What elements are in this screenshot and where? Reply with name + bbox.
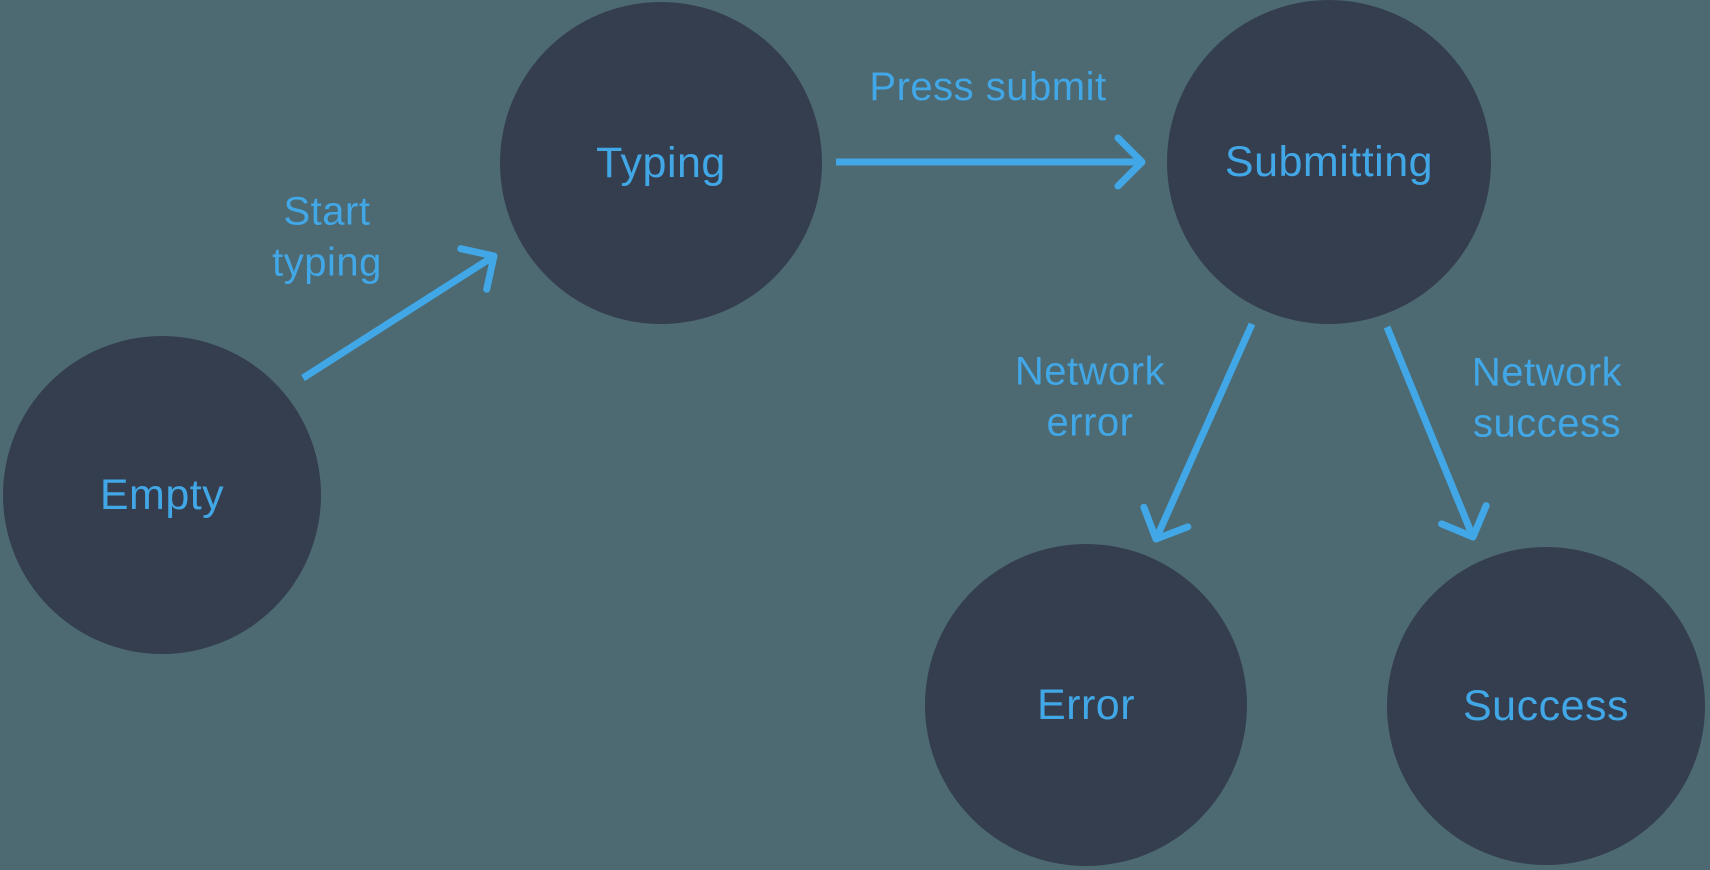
state-node-success: Success bbox=[1387, 547, 1705, 865]
state-node-error: Error bbox=[925, 544, 1247, 866]
arrowhead-icon bbox=[1140, 503, 1192, 543]
state-label-submitting: Submitting bbox=[1225, 138, 1433, 186]
state-circle-success bbox=[1387, 547, 1705, 865]
state-node-typing: Typing bbox=[500, 2, 822, 324]
transition-press-submit bbox=[836, 134, 1146, 190]
transition-network-error bbox=[1140, 322, 1256, 543]
state-node-empty: Empty bbox=[3, 336, 321, 654]
state-circle-submitting bbox=[1167, 0, 1491, 324]
arrowhead-icon bbox=[1114, 134, 1146, 190]
state-label-typing: Typing bbox=[596, 139, 726, 187]
edges-layer bbox=[301, 134, 1490, 543]
transition-arrow-line-start-typing bbox=[301, 253, 496, 381]
state-circle-empty bbox=[3, 336, 321, 654]
transition-label-press-submit: Press submit bbox=[869, 65, 1106, 109]
state-label-success: Success bbox=[1463, 682, 1629, 730]
transition-network-success bbox=[1383, 325, 1490, 541]
state-node-submitting: Submitting bbox=[1167, 0, 1491, 324]
state-circle-typing bbox=[500, 2, 822, 324]
transition-start-typing bbox=[301, 245, 498, 381]
state-circle-error bbox=[925, 544, 1247, 866]
arrowhead-icon bbox=[457, 245, 498, 293]
state-label-error: Error bbox=[1037, 681, 1135, 729]
transition-arrow-line-network-error bbox=[1152, 322, 1256, 541]
arrowhead-icon bbox=[1438, 502, 1490, 541]
state-label-empty: Empty bbox=[100, 471, 224, 519]
transition-arrow-line-network-success bbox=[1383, 325, 1477, 539]
